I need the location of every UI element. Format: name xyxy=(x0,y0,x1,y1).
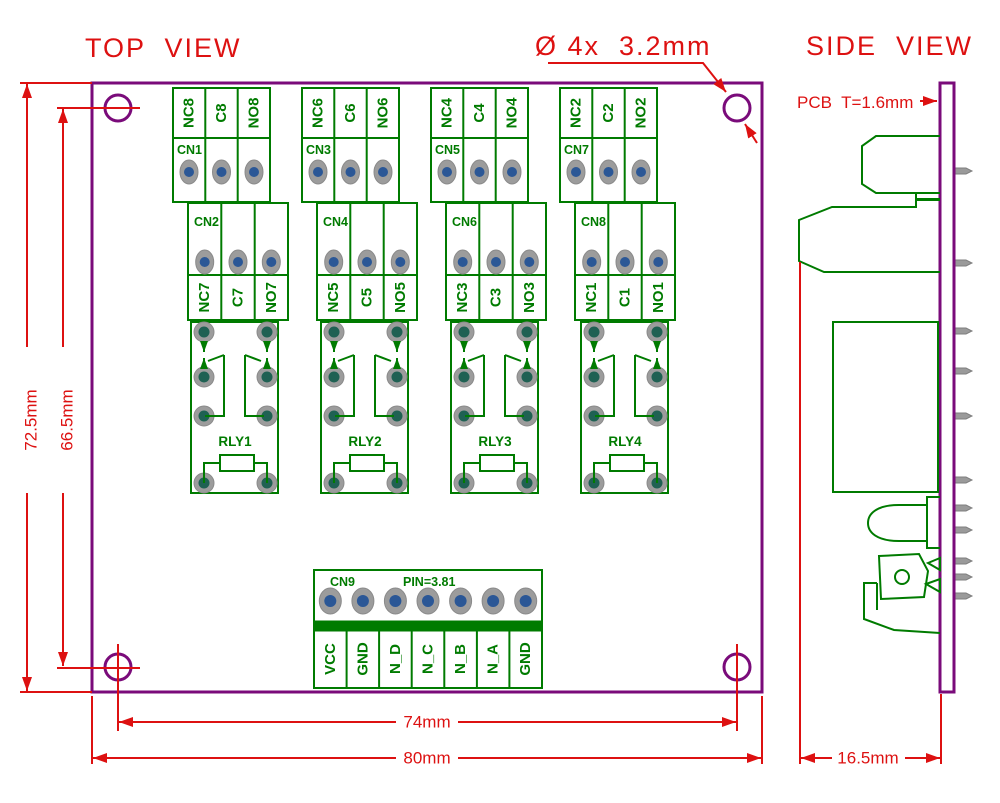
terminal-block-cn6: CN6 NC3 C3 NO3 xyxy=(446,203,546,320)
dimension-hole-span-vertical: 66.5mm xyxy=(58,109,77,666)
svg-text:C4: C4 xyxy=(471,103,488,123)
svg-text:NO1: NO1 xyxy=(650,282,667,313)
svg-text:NO2: NO2 xyxy=(633,98,650,129)
hole-crosshairs xyxy=(20,82,763,764)
svg-text:RLY3: RLY3 xyxy=(478,434,512,449)
cn9-body-bar xyxy=(313,620,543,632)
dimension-board-width: 80mm xyxy=(93,749,761,768)
dimension-side-depth: 16.5mm xyxy=(799,262,942,768)
svg-text:74mm: 74mm xyxy=(403,713,450,732)
svg-text:CN2: CN2 xyxy=(194,215,219,229)
svg-text:NO6: NO6 xyxy=(375,98,392,129)
svg-text:NO5: NO5 xyxy=(392,282,409,313)
svg-text:C8: C8 xyxy=(213,103,230,122)
side-relay-body xyxy=(832,321,939,493)
svg-text:16.5mm: 16.5mm xyxy=(837,749,898,768)
side-view-title: SIDE VIEW xyxy=(806,31,973,61)
side-led xyxy=(866,496,940,549)
relay-rly3: RLY3 xyxy=(451,322,538,493)
pcb-thickness-note: PCB T=1.6mm xyxy=(797,93,937,112)
svg-text:N_B: N_B xyxy=(452,644,469,674)
svg-text:Ø 4x 3.2mm: Ø 4x 3.2mm xyxy=(535,31,712,61)
svg-text:RLY1: RLY1 xyxy=(218,434,252,449)
svg-text:N_C: N_C xyxy=(420,644,437,674)
hole-diameter-note: Ø 4x 3.2mm xyxy=(535,31,758,144)
svg-text:NC2: NC2 xyxy=(568,98,585,128)
svg-text:C5: C5 xyxy=(359,288,376,307)
svg-text:PIN=3.81: PIN=3.81 xyxy=(403,575,456,589)
dimension-board-height: 72.5mm xyxy=(22,84,41,691)
svg-text:NC5: NC5 xyxy=(325,282,342,312)
dimension-hole-span-horizontal: 74mm xyxy=(119,713,736,732)
svg-text:VCC: VCC xyxy=(322,643,339,675)
terminal-block-cn2: CN2 NC7 C7 NO7 xyxy=(188,203,288,320)
svg-text:NO3: NO3 xyxy=(521,282,538,313)
svg-text:NC1: NC1 xyxy=(583,282,600,312)
terminal-block-cn9: CN9 PIN=3.81 VCC GND N_D N_C N_B N_A GND xyxy=(313,569,543,689)
svg-text:CN9: CN9 xyxy=(330,575,355,589)
svg-text:NC8: NC8 xyxy=(181,98,198,128)
svg-text:66.5mm: 66.5mm xyxy=(58,389,77,450)
svg-text:CN1: CN1 xyxy=(177,143,202,157)
svg-text:NC4: NC4 xyxy=(439,97,456,128)
terminal-block-cn4: CN4 NC5 C5 NO5 xyxy=(317,203,417,320)
svg-text:CN8: CN8 xyxy=(581,215,606,229)
mounting-hole-top-right xyxy=(722,93,752,123)
svg-text:GND: GND xyxy=(517,642,534,676)
svg-text:CN7: CN7 xyxy=(564,143,589,157)
terminal-block-cn8: CN8 NC1 C1 NO1 xyxy=(575,203,675,320)
svg-text:C1: C1 xyxy=(617,288,634,307)
svg-text:NO8: NO8 xyxy=(246,98,263,129)
svg-text:80mm: 80mm xyxy=(403,749,450,768)
svg-text:72.5mm: 72.5mm xyxy=(22,389,41,450)
svg-text:PCB T=1.6mm: PCB T=1.6mm xyxy=(797,93,913,112)
svg-text:C2: C2 xyxy=(600,103,617,122)
svg-text:CN3: CN3 xyxy=(306,143,331,157)
terminal-block-cn5: NC4 C4 NO4 CN5 xyxy=(431,88,528,202)
svg-text:GND: GND xyxy=(354,642,371,676)
svg-text:NC7: NC7 xyxy=(196,282,213,312)
svg-text:NO4: NO4 xyxy=(504,97,521,129)
svg-text:CN5: CN5 xyxy=(435,143,460,157)
top-view-title: TOP VIEW xyxy=(85,33,242,63)
relay-rly2: RLY2 xyxy=(321,322,408,493)
svg-text:NC6: NC6 xyxy=(310,98,327,128)
svg-text:NO7: NO7 xyxy=(263,282,280,313)
side-view-components xyxy=(798,135,941,634)
svg-text:N_D: N_D xyxy=(387,644,404,674)
svg-text:C7: C7 xyxy=(230,288,247,307)
side-view-pins xyxy=(953,167,973,600)
relay-rly1: RLY1 xyxy=(191,322,278,493)
side-terminal-block-upper xyxy=(861,135,940,201)
svg-text:NC3: NC3 xyxy=(454,282,471,312)
svg-text:CN4: CN4 xyxy=(323,215,348,229)
terminal-block-cn7: NC2 C2 NO2 CN7 xyxy=(560,88,657,202)
terminal-block-cn3: NC6 C6 NO6 CN3 xyxy=(302,88,399,202)
side-pcb-edge xyxy=(938,81,956,694)
svg-text:RLY4: RLY4 xyxy=(608,434,642,449)
svg-text:C3: C3 xyxy=(488,288,505,307)
svg-text:CN6: CN6 xyxy=(452,215,477,229)
svg-text:C6: C6 xyxy=(342,103,359,122)
svg-text:RLY2: RLY2 xyxy=(348,434,381,449)
terminal-block-cn1: NC8 C8 NO8 CN1 xyxy=(173,88,270,202)
side-terminal-block-lower xyxy=(798,198,940,273)
side-input-connector xyxy=(863,552,941,634)
svg-text:N_A: N_A xyxy=(485,644,502,674)
relay-rly4: RLY4 xyxy=(581,322,668,493)
